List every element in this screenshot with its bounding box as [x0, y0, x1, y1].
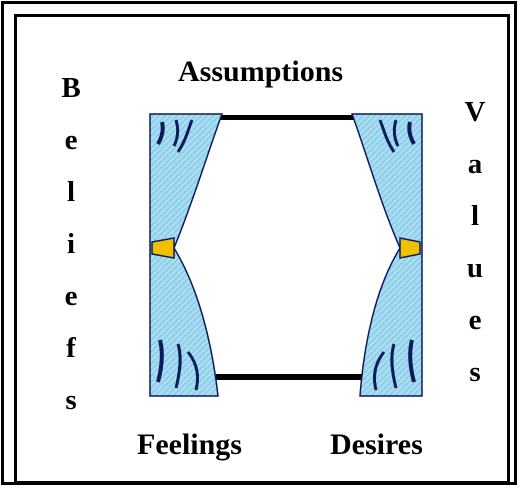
label-desires: Desires [330, 428, 423, 462]
right-tie-icon [400, 238, 420, 258]
values-letter: u [460, 254, 490, 283]
beliefs-letter: e [56, 126, 86, 155]
curtain-window-illustration [148, 112, 424, 398]
values-letter: V [460, 98, 490, 127]
values-letter: l [460, 202, 490, 231]
beliefs-letter: f [56, 334, 86, 363]
left-tie-icon [152, 238, 174, 258]
values-letter: a [460, 150, 490, 179]
left-curtain [150, 114, 222, 396]
label-feelings: Feelings [137, 428, 242, 462]
beliefs-letter: s [56, 386, 86, 415]
beliefs-letter: i [56, 230, 86, 259]
beliefs-letter: B [56, 74, 86, 103]
values-letter: e [460, 306, 490, 335]
beliefs-letter: l [56, 178, 86, 207]
label-assumptions: Assumptions [178, 55, 343, 89]
right-curtain [352, 114, 422, 396]
window-bottom-bar [212, 374, 362, 380]
values-letter: s [460, 358, 490, 387]
beliefs-letter: e [56, 282, 86, 311]
window-top-bar [220, 115, 356, 120]
